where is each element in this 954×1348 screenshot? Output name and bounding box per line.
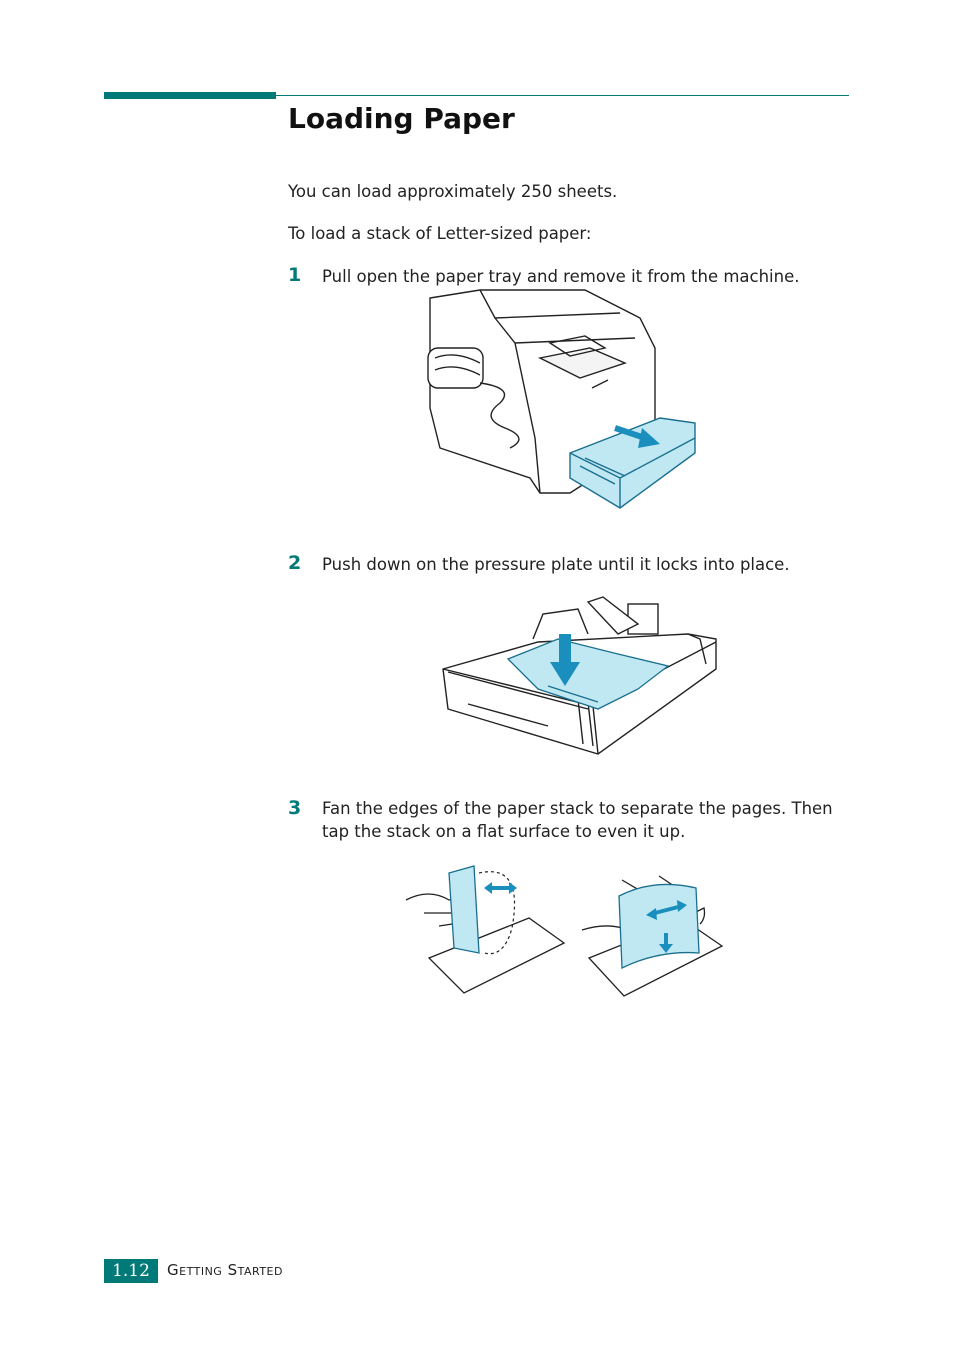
page-title: Loading Paper [288,102,515,135]
step-1-number: 1 [288,264,302,286]
fanning-paper-illustration [405,865,724,997]
header-rule-thick [104,92,276,99]
intro-text-instruction: To load a stack of Letter-sized paper: [288,224,592,243]
step-1-text: Pull open the paper tray and remove it f… [322,267,800,286]
header-rule-thin [276,95,849,96]
printer-tray-illustration [427,289,696,509]
step-3-number: 3 [288,797,302,819]
step-2-number: 2 [288,552,302,574]
paper-tray-pressure-plate-illustration [442,596,717,755]
section-title: Getting Started [167,1261,283,1279]
intro-text-capacity: You can load approximately 250 sheets. [288,182,618,201]
step-2-text: Push down on the pressure plate until it… [322,555,790,574]
step-3-text: Fan the edges of the paper stack to sepa… [322,799,833,841]
page-number-badge: 1.12 [104,1259,158,1283]
